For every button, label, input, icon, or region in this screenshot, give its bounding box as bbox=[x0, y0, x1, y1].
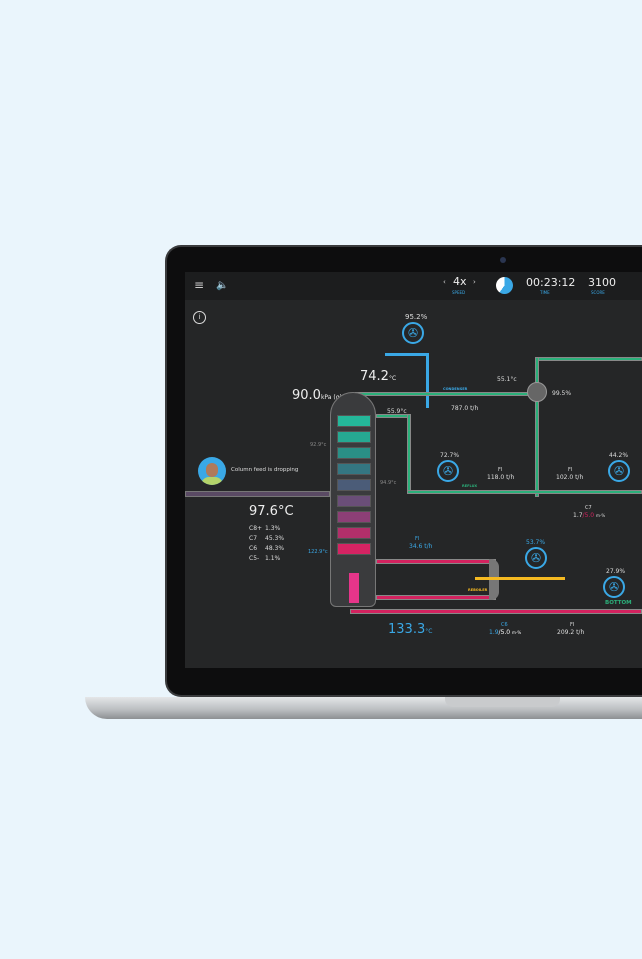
bottom-temp: 133.3°C bbox=[388, 622, 432, 637]
distillate-flow: 102.0 t/h bbox=[556, 474, 584, 481]
reflux-pipe-top bbox=[376, 414, 411, 418]
bottom-flow: 209.2 t/h bbox=[557, 629, 585, 636]
speed-value: 4x bbox=[453, 275, 467, 288]
distillate-fi-label: FI bbox=[568, 467, 573, 473]
alert-message: Column feed is dropping bbox=[231, 467, 299, 473]
value-text: m-% bbox=[512, 630, 522, 635]
reboiler-fi-label: FI bbox=[415, 536, 420, 542]
overhead-pipe bbox=[355, 392, 535, 396]
reboiler-flow: 34.6 t/h bbox=[409, 543, 433, 550]
value-text: 1.3% bbox=[265, 525, 281, 532]
top-bar: ≡ 🔈 ‹ 4x › SPEED 00:23:12 TIME 3100 SCOR… bbox=[185, 272, 642, 300]
score-value: 3100 bbox=[588, 276, 616, 289]
value-text: 1.7 bbox=[573, 512, 583, 519]
distillation-column bbox=[330, 392, 376, 607]
reflux-fi-label: FI bbox=[498, 467, 503, 473]
feed-composition: C8+1.3% C7 45.3% C6 48.3% C5- 1.1% bbox=[249, 524, 284, 564]
speed-decrease-button[interactable]: ‹ bbox=[443, 278, 446, 286]
reboiler-label: REBOILER bbox=[468, 588, 488, 592]
reboiler-return-pipe bbox=[376, 559, 496, 564]
laptop-notch bbox=[445, 697, 560, 707]
feed-temp: 97.6°C bbox=[249, 504, 294, 519]
coolant-pipe bbox=[385, 353, 427, 356]
value-text: /5.0 bbox=[582, 512, 595, 519]
bottom-pipe bbox=[350, 609, 642, 614]
reboiler-valve-icon[interactable]: ✇ bbox=[525, 547, 547, 569]
simulator-screen: ≡ 🔈 ‹ 4x › SPEED 00:23:12 TIME 3100 SCOR… bbox=[185, 272, 642, 668]
value-text: 1.9 bbox=[489, 629, 499, 636]
distillate-valve-percent: 44.2% bbox=[609, 452, 629, 459]
reflux-valve-percent: 72.7% bbox=[440, 452, 460, 459]
condenser-out-temp: 55.1°c bbox=[497, 376, 517, 383]
value-text: m-% bbox=[596, 513, 606, 518]
distillate-valve-icon[interactable]: ✇ bbox=[608, 460, 630, 482]
tray-temp-3: 122.9°c bbox=[308, 549, 328, 555]
value-text: C8+ bbox=[249, 525, 263, 532]
steam-pipe bbox=[475, 577, 565, 580]
info-icon[interactable]: i bbox=[193, 311, 206, 324]
top-valve-icon[interactable]: ✇ bbox=[402, 322, 424, 344]
coolant-pipe-down bbox=[426, 353, 429, 408]
condenser-label: CONDENSER bbox=[443, 387, 468, 391]
c6-analyzer-label: C6 bbox=[501, 622, 508, 628]
hamburger-icon[interactable]: ≡ bbox=[194, 278, 205, 292]
c6-analyzer: 1.9/5.0 m-% bbox=[489, 629, 521, 636]
reflux-valve-icon[interactable]: ✇ bbox=[437, 460, 459, 482]
drum-level: 99.5% bbox=[552, 390, 572, 397]
value-text: C7 bbox=[249, 535, 258, 542]
time-value: 00:23:12 bbox=[526, 276, 576, 289]
speaker-icon[interactable]: 🔈 bbox=[216, 280, 229, 291]
feed-pipe bbox=[185, 491, 330, 497]
value-text: 45.3% bbox=[265, 535, 285, 542]
value-text: °C bbox=[388, 375, 397, 382]
camera-icon bbox=[500, 257, 506, 263]
reflux-pipe-down bbox=[407, 414, 411, 494]
distillate-top-pipe bbox=[535, 357, 642, 361]
value-text: /5.0 bbox=[498, 629, 511, 636]
tray-temp-1: 92.9°c bbox=[310, 442, 327, 448]
tray-temp-2: 94.9°c bbox=[380, 480, 397, 486]
reflux-label: REFLUX bbox=[462, 484, 478, 488]
reboiler-valve-percent: 53.7% bbox=[526, 539, 546, 546]
speed-label: SPEED bbox=[452, 290, 466, 295]
time-pie-icon bbox=[496, 277, 513, 294]
column-pressure: 90.0kPa (g) bbox=[292, 388, 342, 403]
value-text: 48.3% bbox=[265, 545, 285, 552]
vapor-temp: 55.9°c bbox=[387, 408, 407, 415]
c7-analyzer: 1.7/5.0 m-% bbox=[573, 512, 605, 519]
value-text: 133.3 bbox=[388, 622, 426, 637]
reflux-flow: 118.0 t/h bbox=[487, 474, 515, 481]
drum-downpipe bbox=[535, 357, 539, 497]
value-text: 74.2 bbox=[360, 369, 389, 384]
reflux-pipe bbox=[407, 490, 642, 494]
bottom-fi-label: FI bbox=[570, 622, 575, 628]
value-text: °C bbox=[425, 628, 433, 635]
value-text: C6 bbox=[249, 545, 258, 552]
operator-avatar bbox=[198, 457, 226, 485]
score-label: SCORE bbox=[591, 290, 605, 295]
top-valve-percent: 95.2% bbox=[405, 313, 428, 321]
time-label: TIME bbox=[540, 290, 550, 295]
bottom-valve-percent: 27.9% bbox=[606, 568, 626, 575]
reboiler-feed-pipe bbox=[376, 595, 496, 600]
reflux-drum bbox=[527, 382, 547, 402]
value-text: 90.0 bbox=[292, 388, 321, 403]
c7-analyzer-label: C7 bbox=[585, 505, 592, 511]
value-text: kPa (g) bbox=[320, 394, 342, 401]
bottom-label: BOTTOM bbox=[605, 600, 632, 606]
value-text: C5- bbox=[249, 555, 260, 562]
overhead-flow: 787.0 t/h bbox=[451, 405, 479, 412]
speed-increase-button[interactable]: › bbox=[473, 278, 476, 286]
value-text: 1.1% bbox=[265, 555, 281, 562]
top-temp: 74.2°C bbox=[360, 369, 396, 384]
bottom-valve-icon[interactable]: ✇ bbox=[603, 576, 625, 598]
